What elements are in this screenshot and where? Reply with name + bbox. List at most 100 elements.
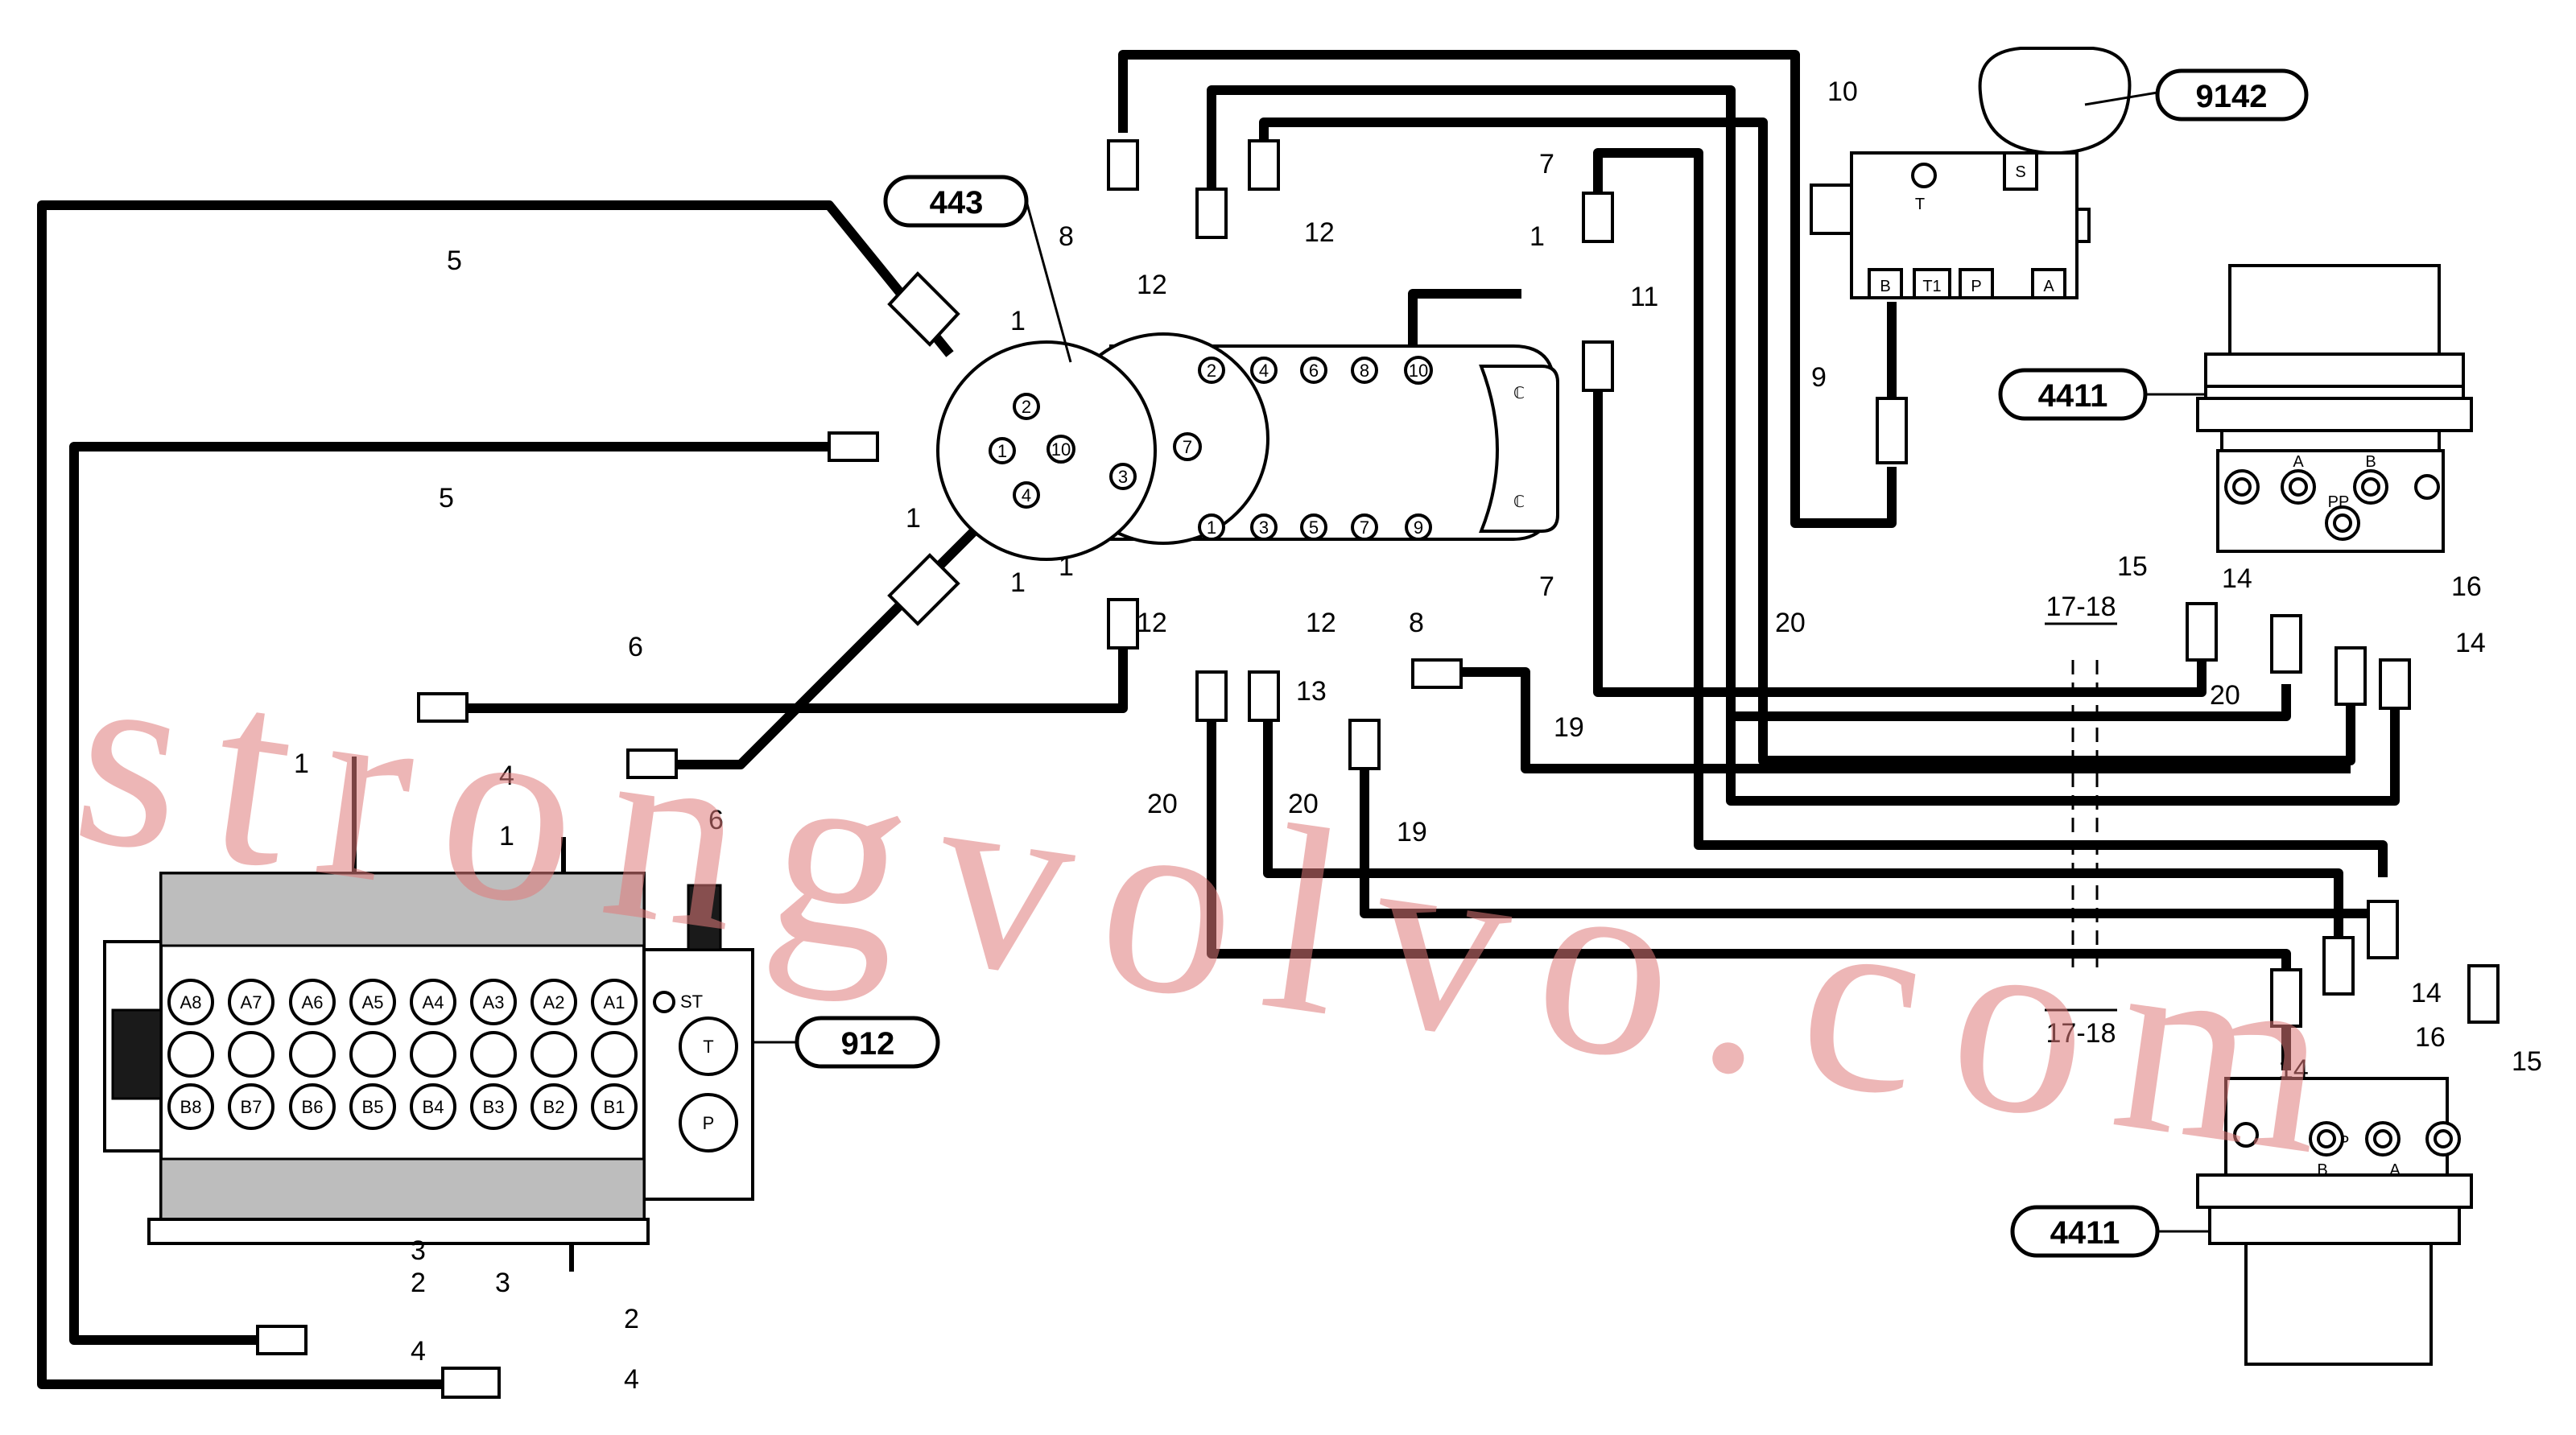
svg-text:2: 2 xyxy=(1022,397,1031,417)
pipe-top-2 xyxy=(1207,85,2400,806)
callout: 1 xyxy=(1530,221,1545,252)
valve-port-a4: A4 xyxy=(410,979,456,1025)
callout: 15 xyxy=(2512,1046,2542,1077)
callout: 12 xyxy=(1137,270,1167,300)
svg-text:A6: A6 xyxy=(302,992,324,1012)
valve-port-st: ST xyxy=(680,992,703,1012)
callout: 12 xyxy=(1137,608,1167,638)
control-valve-b-ports: B8 B7 B6 B5 B4 B3 B2 B1 xyxy=(167,1083,638,1130)
svg-text:B4: B4 xyxy=(423,1097,444,1117)
valve-port-b8: B8 xyxy=(167,1083,214,1130)
valve-port-a6: A6 xyxy=(289,979,336,1025)
valve-port-a3: A3 xyxy=(470,979,517,1025)
callout: 20 xyxy=(1775,608,1806,638)
valve-block-mark-t: T xyxy=(1915,196,1925,213)
valve-port-a8: A8 xyxy=(167,979,214,1025)
svg-text:1: 1 xyxy=(997,441,1007,461)
svg-text:ℂ: ℂ xyxy=(1513,385,1525,402)
pipe-10 xyxy=(1118,50,1897,528)
motor-lower-port-a: A xyxy=(2389,1161,2401,1179)
valve-port-t: T xyxy=(703,1037,713,1057)
callout: 13 xyxy=(1296,676,1327,707)
callout: 2 xyxy=(624,1304,639,1334)
callout: 20 xyxy=(1147,789,1178,819)
svg-text:B2: B2 xyxy=(543,1097,565,1117)
section-17-18: 17-18 17-18 xyxy=(2045,592,2117,1049)
valve-port-b7: B7 xyxy=(228,1083,275,1130)
swivel-port-top-10: 10 xyxy=(1404,356,1433,385)
callout: 4 xyxy=(411,1336,426,1367)
valve-port-b2: B2 xyxy=(530,1083,577,1130)
valve-port-p-main: P xyxy=(703,1113,715,1133)
swivel-port-left-4: 4 xyxy=(1013,481,1040,509)
section-label-top: 17-18 xyxy=(2046,592,2116,622)
valve-port-b5: B5 xyxy=(349,1083,396,1130)
pipe-top-4 xyxy=(1259,118,2355,765)
travel-motor-lower: B PP A xyxy=(2196,1077,2473,1366)
svg-text:7: 7 xyxy=(1183,437,1192,457)
control-valve-a-ports: A8 A7 A6 A5 A4 A3 A2 A1 xyxy=(167,979,638,1025)
svg-text:ℂ: ℂ xyxy=(1513,493,1525,511)
valve-block-9142: T S B T1 P A xyxy=(1810,47,2132,299)
callout: 14 xyxy=(2411,978,2442,1008)
svg-text:A1: A1 xyxy=(604,992,625,1012)
svg-text:A8: A8 xyxy=(180,992,202,1012)
svg-text:B6: B6 xyxy=(302,1097,324,1117)
callout: 15 xyxy=(2117,551,2148,582)
valve-port-t1: T1 xyxy=(1922,278,1941,295)
svg-text:9142: 9142 xyxy=(2196,79,2268,114)
callout: 14 xyxy=(2455,628,2486,658)
svg-text:A5: A5 xyxy=(362,992,384,1012)
swivel-port-top-6: 6 xyxy=(1300,357,1327,384)
svg-text:443: 443 xyxy=(930,185,984,221)
fittings xyxy=(256,139,2500,1399)
swivel-port-bottom-5: 5 xyxy=(1300,513,1327,541)
callout: 20 xyxy=(2210,680,2240,711)
motor-port-b: B xyxy=(2365,453,2376,471)
callout: 19 xyxy=(1397,817,1427,847)
callout: 2 xyxy=(411,1268,426,1298)
svg-text:A4: A4 xyxy=(423,992,444,1012)
valve-port-a: A xyxy=(2043,278,2054,295)
callout: 11 xyxy=(1630,282,1658,312)
valve-block-mark-s: S xyxy=(2015,163,2025,181)
svg-text:A7: A7 xyxy=(241,992,262,1012)
travel-motor-upper: A B PP xyxy=(2196,264,2473,553)
svg-text:B5: B5 xyxy=(362,1097,384,1117)
callout: 8 xyxy=(1409,608,1424,638)
section-label-bottom: 17-18 xyxy=(2046,1018,2116,1049)
svg-text:4411: 4411 xyxy=(2050,1215,2120,1251)
motor-lower-port-b: B xyxy=(2317,1161,2327,1179)
svg-text:10: 10 xyxy=(1051,439,1071,460)
valve-port-b4: B4 xyxy=(410,1083,456,1130)
valve-port-a5: A5 xyxy=(349,979,396,1025)
callout: 1 xyxy=(499,821,514,852)
callout: 1 xyxy=(1010,306,1026,336)
valve-port-b1: B1 xyxy=(591,1083,638,1130)
callout: 3 xyxy=(411,1235,426,1266)
swivel-ports: 2 1 10 4 3 7 2 4 6 8 10 1 3 5 7 9 xyxy=(989,356,1433,541)
callout: 7 xyxy=(1539,149,1554,179)
svg-text:2: 2 xyxy=(1207,361,1216,381)
valve-port-a7: A7 xyxy=(228,979,275,1025)
svg-text:B1: B1 xyxy=(604,1097,625,1117)
swivel-port-top-8: 8 xyxy=(1351,357,1378,384)
svg-text:B8: B8 xyxy=(180,1097,202,1117)
svg-text:4: 4 xyxy=(1022,485,1031,505)
valve-port-b3: B3 xyxy=(470,1083,517,1130)
callout: 7 xyxy=(1539,571,1554,602)
callout: 20 xyxy=(1288,789,1319,819)
callout: 1 xyxy=(294,748,309,779)
valve-port-b6: B6 xyxy=(289,1083,336,1130)
valve-port-p: P xyxy=(1971,278,1981,295)
callout: 14 xyxy=(2222,563,2252,594)
callout: 12 xyxy=(1306,608,1336,638)
svg-text:5: 5 xyxy=(1309,518,1319,538)
tag-swivel-443: 443 xyxy=(883,175,1072,363)
callout: 8 xyxy=(1059,221,1074,252)
callout: 12 xyxy=(1304,217,1335,248)
swivel-port-left-1: 1 xyxy=(989,437,1016,464)
valve-port-a1: A1 xyxy=(591,979,638,1025)
pipe-20-a xyxy=(1731,684,2291,721)
callout: 6 xyxy=(708,805,724,835)
